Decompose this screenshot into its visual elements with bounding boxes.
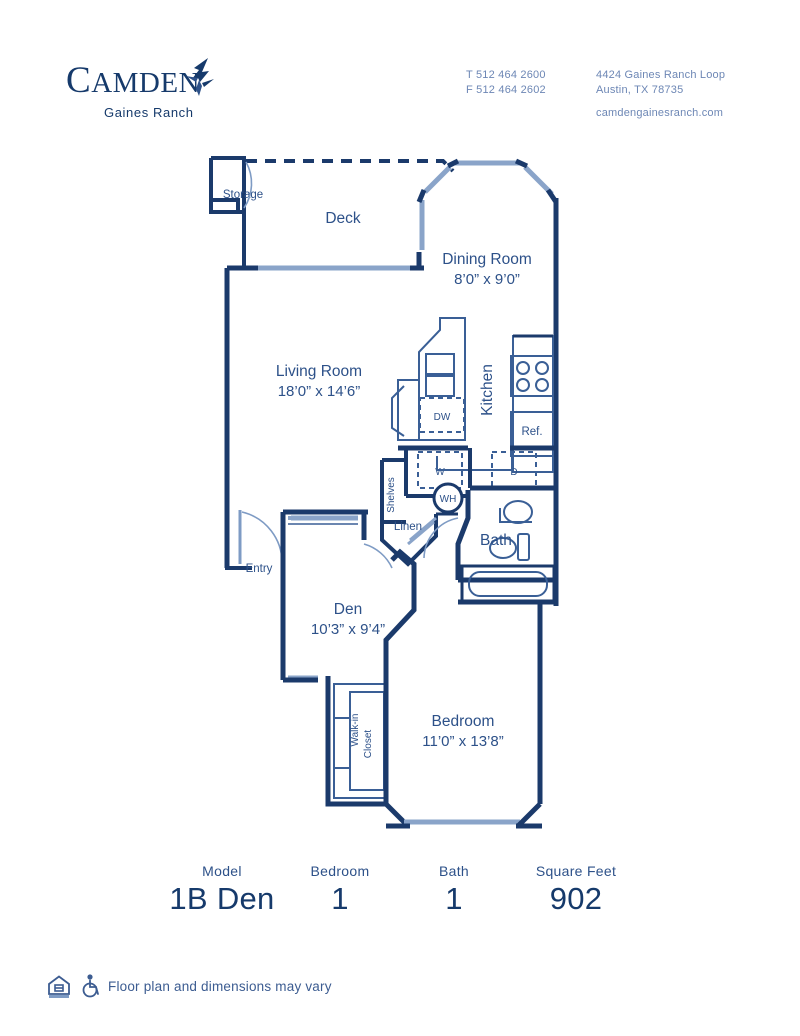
- door-swing-arc: [423, 517, 459, 559]
- summary-heading: Model: [202, 863, 242, 879]
- summary-value: 902: [549, 881, 603, 916]
- door-swing-arc: [363, 543, 393, 569]
- equal-housing-icon: [48, 975, 70, 998]
- summary-heading: Bedroom: [310, 863, 370, 879]
- entry-area: Entry: [225, 508, 283, 575]
- linen-label: Linen: [394, 521, 422, 533]
- door-swing-arc: [243, 161, 253, 209]
- den-area: Den 10’3” x 9’4”: [280, 509, 417, 683]
- dining-dimensions: 8’0” x 9’0”: [454, 271, 520, 288]
- cooktop-icon: [510, 355, 554, 397]
- bath-label: Bath: [480, 532, 512, 549]
- dishwasher-icon: [419, 397, 465, 433]
- website-link[interactable]: camdengainesranch.com: [596, 107, 724, 119]
- summary-value: 1B Den: [169, 881, 275, 916]
- storage-label: Storage: [223, 189, 263, 201]
- summary-column-model: Model 1B Den: [142, 862, 302, 918]
- brand-subtitle: Gaines Ranch: [104, 105, 194, 120]
- door-swing-arc: [241, 511, 283, 565]
- brand-wordmark-initial: C: [66, 60, 92, 101]
- deck-railing-dashed: [246, 159, 455, 173]
- address-line-1: 4424 Gaines Ranch Loop: [596, 69, 726, 81]
- closet-label-line2: Closet: [363, 730, 374, 759]
- summary-heading: Bath: [439, 863, 469, 879]
- disclaimer-text: Floor plan and dimensions may vary: [108, 978, 332, 994]
- bedroom-label: Bedroom: [432, 713, 495, 730]
- refrigerator-icon: [510, 411, 554, 457]
- summary-column-square-feet: Square Feet 902: [496, 862, 656, 918]
- den-label: Den: [334, 601, 362, 618]
- refrigerator-label: Ref.: [521, 426, 542, 438]
- den-dimensions: 10’3” x 9’4”: [311, 621, 385, 638]
- summary-value: 1: [445, 881, 463, 916]
- living-dimensions: 18’0” x 14’6”: [278, 383, 361, 400]
- bedroom-area: Bedroom 11’0” x 13’8”: [383, 602, 543, 829]
- dishwasher-label: DW: [434, 412, 451, 423]
- address-line-2: Austin, TX 78735: [596, 84, 684, 96]
- page-header: CAMDEN Gaines Ranch T 512 464 2600 F 512…: [0, 0, 800, 150]
- summary-value: 1: [331, 881, 349, 916]
- bedroom-dimensions: 11’0” x 13’8”: [422, 733, 503, 750]
- living-label: Living Room: [276, 363, 362, 380]
- floor-plan-svg: Ref. DW Kitchen W D WH: [209, 156, 559, 829]
- brand-logo[interactable]: CAMDEN Gaines Ranch: [66, 62, 296, 120]
- phone-number: T 512 464 2600: [466, 69, 546, 81]
- entry-label: Entry: [246, 563, 273, 575]
- summary-column-bath: Bath 1: [374, 862, 534, 918]
- brand-wordmark-rest: AMDEN: [91, 67, 201, 99]
- contact-phone-block: T 512 464 2600 F 512 464 2602: [466, 68, 546, 98]
- fax-number: F 512 464 2602: [466, 84, 546, 96]
- kitchen-area: Ref. DW Kitchen: [391, 317, 556, 473]
- brand-wordmark: CAMDEN: [66, 62, 296, 99]
- water-heater-label: WH: [440, 494, 457, 505]
- shelves-label: Shelves: [386, 477, 397, 513]
- page-footer: Floor plan and dimensions may vary: [46, 966, 332, 1006]
- wheelchair-accessible-icon: [82, 974, 99, 998]
- toilet-icon: [489, 537, 517, 559]
- sink-icon: [503, 500, 533, 524]
- laundry-area: W D WH Shelves: [380, 448, 537, 524]
- floor-plan: Ref. DW Kitchen W D WH: [0, 140, 800, 850]
- washer-label: W: [435, 467, 445, 478]
- walk-in-closet: Walk-in Closet: [325, 676, 387, 807]
- bath-area: Bath: [423, 485, 559, 606]
- kitchen-label: Kitchen: [479, 364, 496, 416]
- plan-summary: Model 1B Den Bedroom 1 Bath 1 Square Fee…: [0, 862, 800, 942]
- hummingbird-icon: [186, 58, 214, 96]
- contact-address-block: 4424 Gaines Ranch Loop Austin, TX 78735: [596, 68, 725, 98]
- sink-icon: [425, 353, 455, 375]
- water-heater-icon: [432, 482, 464, 514]
- summary-heading: Square Feet: [535, 863, 617, 879]
- linen-closet: Linen: [380, 514, 438, 567]
- dining-label: Dining Room: [442, 251, 532, 268]
- closet-label-line1: Walk-in: [350, 714, 361, 747]
- dryer-label: D: [510, 467, 517, 478]
- deck-label: Deck: [325, 210, 361, 227]
- summary-column-bedroom: Bedroom 1: [260, 862, 420, 918]
